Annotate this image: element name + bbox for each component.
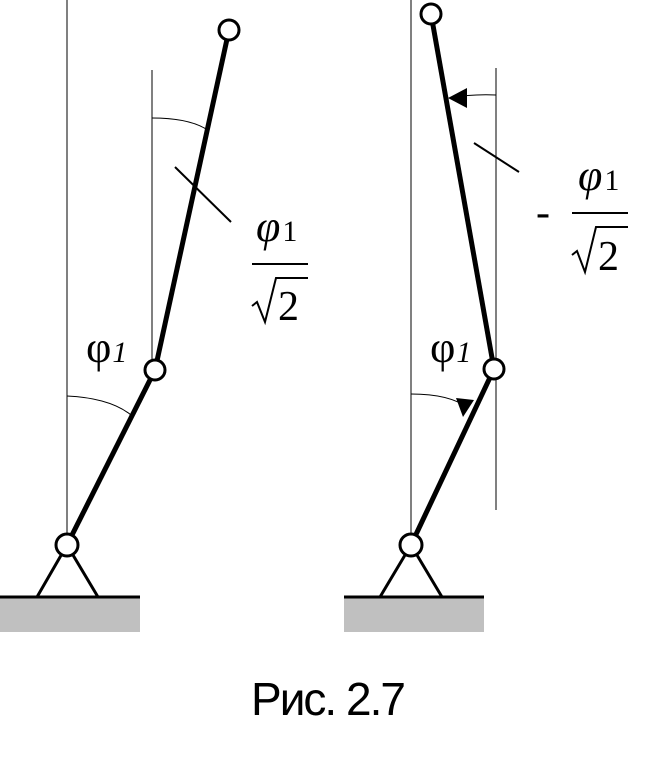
left-lower-link [64, 368, 158, 547]
left-lower-angle-arc [66, 395, 132, 416]
right-upper-link [428, 13, 497, 370]
left-middle-joint [143, 358, 167, 382]
left-pendulum-diagram: φ1 φ1 2 [0, 0, 308, 632]
left-fraction: φ1 2 [251, 202, 308, 330]
right-fraction: - φ1 2 [536, 151, 628, 280]
right-pendulum-diagram: φ1 - φ1 2 [344, 0, 628, 632]
left-fraction-numerator: φ1 [256, 202, 297, 251]
left-angle-label: φ1 [86, 323, 127, 372]
right-angle-label: φ1 [430, 323, 471, 372]
left-upper-angle-arc [151, 117, 207, 130]
right-fraction-numerator: φ1 [578, 151, 619, 200]
right-fraction-sign: - [536, 190, 550, 236]
right-lower-link [408, 367, 497, 547]
left-fraction-leader [174, 166, 232, 223]
right-fraction-radicand: 2 [598, 234, 619, 280]
left-ground-hatch [0, 597, 140, 632]
right-ground-hatch [344, 597, 484, 632]
right-fraction-leader [473, 142, 520, 173]
right-lower-arc-arrowhead [456, 398, 474, 417]
left-upper-link [152, 29, 232, 371]
left-sqrt-symbol [251, 277, 308, 326]
left-fraction-radicand: 2 [278, 284, 299, 330]
figure-caption: Рис. 2.7 [251, 673, 406, 725]
right-top-joint [419, 2, 443, 26]
right-base-joint [398, 532, 424, 558]
left-top-joint [217, 18, 241, 42]
right-upper-arc-arrowhead [448, 88, 467, 108]
right-middle-joint [482, 357, 506, 381]
right-sqrt-symbol [571, 226, 628, 276]
left-base-joint [54, 532, 80, 558]
